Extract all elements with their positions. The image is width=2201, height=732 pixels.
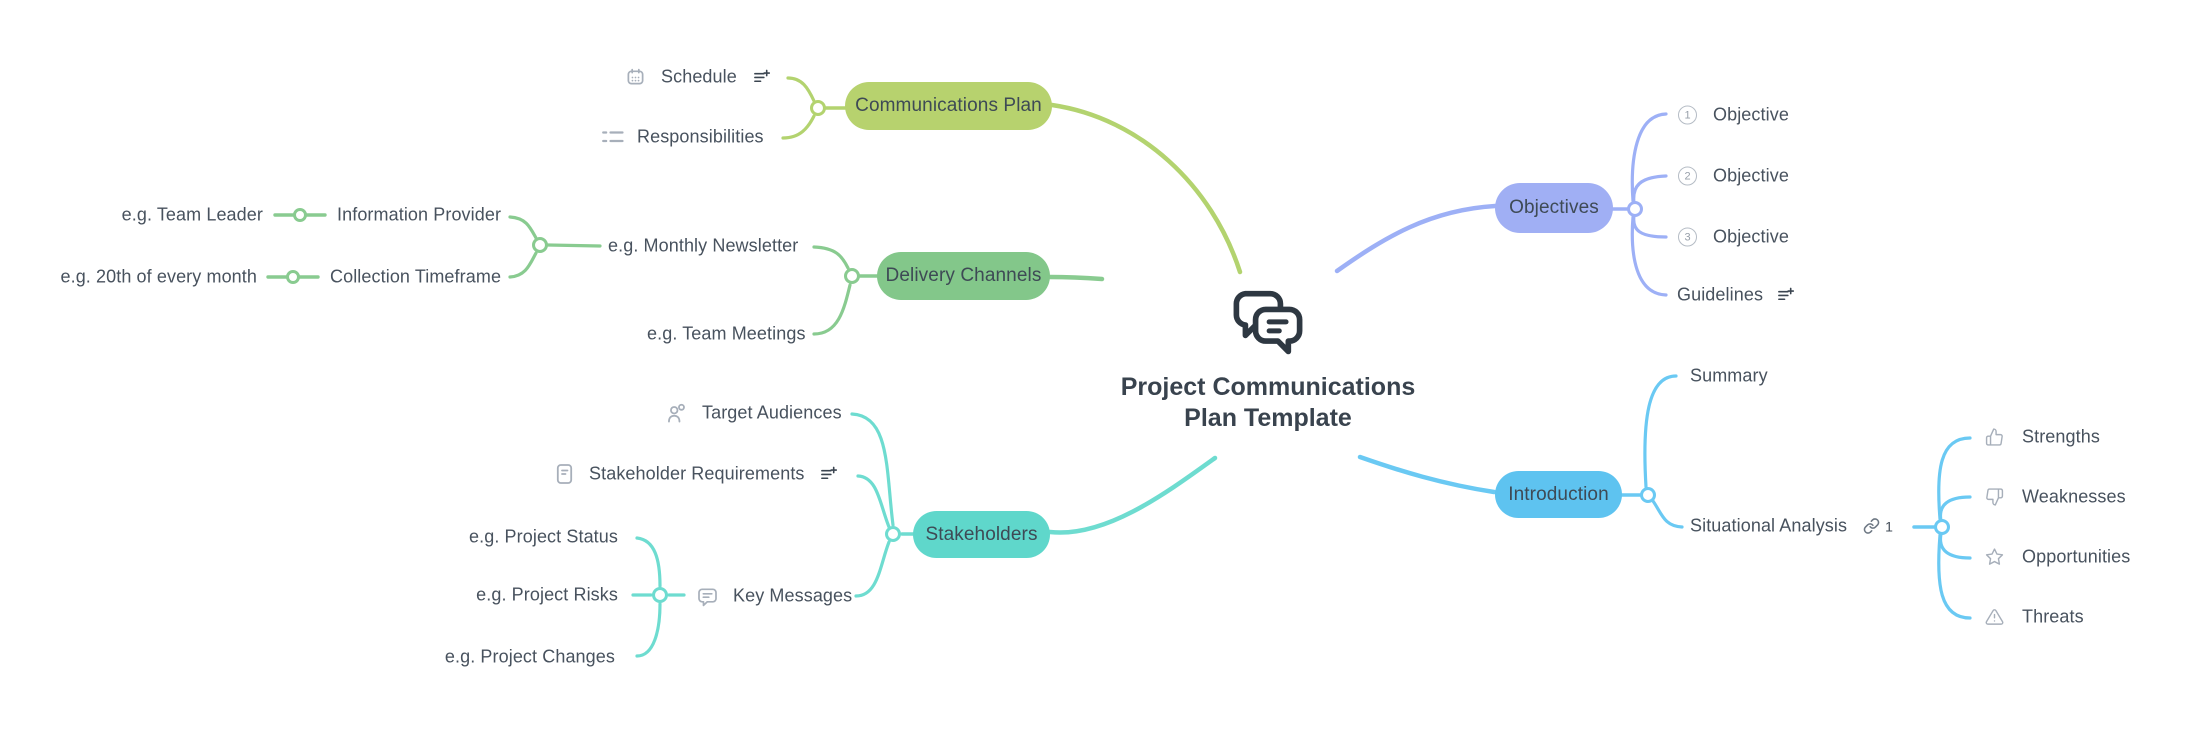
junction-toggle-stakeholders[interactable] [885, 526, 901, 542]
node-label: Situational Analysis [1690, 515, 1848, 536]
person-icon [668, 403, 685, 422]
node-objective-2[interactable]: 2 Objective [1678, 166, 1789, 187]
node-objectives[interactable]: Objectives [1495, 183, 1613, 233]
node-guidelines[interactable]: Guidelines [1677, 284, 1795, 306]
central-title-line1: Project Communications [1120, 373, 1416, 401]
node-label: Collection Timeframe [330, 266, 502, 287]
node-label: e.g. Team Meetings [647, 323, 806, 344]
node-key-messages[interactable]: Key Messages [697, 586, 852, 607]
link-icon[interactable] [1863, 518, 1880, 535]
node-20th-of-every-month[interactable]: e.g. 20th of every month [60, 267, 257, 288]
node-label: Objective [1713, 165, 1789, 186]
node-label: e.g. Project Status [469, 526, 618, 547]
link-count: 1 [1885, 518, 1893, 534]
node-responsibilities[interactable]: Responsibilities [602, 127, 764, 148]
central-title: Project Communications Plan Template [1043, 372, 1493, 434]
junction-toggle-information-provider[interactable] [293, 208, 307, 222]
junction-toggle-newsletter[interactable] [532, 237, 548, 253]
node-summary[interactable]: Summary [1690, 366, 1768, 387]
node-label: Summary [1690, 365, 1768, 386]
node-introduction[interactable]: Introduction [1495, 471, 1622, 518]
node-label: Target Audiences [702, 402, 842, 423]
node-information-provider[interactable]: Information Provider [337, 205, 501, 226]
note-icon[interactable] [753, 69, 770, 86]
junction-toggle-communications[interactable] [810, 100, 826, 116]
junction-toggle-objectives[interactable] [1627, 201, 1643, 217]
node-label: Objective [1713, 104, 1789, 125]
node-label: e.g. Team Leader [121, 204, 263, 225]
node-label: Key Messages [733, 585, 853, 606]
numbered-badge: 2 [1678, 166, 1697, 186]
node-label: Objective [1713, 226, 1789, 247]
node-delivery-channels[interactable]: Delivery Channels [877, 252, 1050, 300]
node-label: e.g. Project Changes [444, 646, 615, 667]
node-objective-3[interactable]: 3 Objective [1678, 227, 1789, 248]
node-label: Strengths [2022, 426, 2100, 447]
node-label: Weaknesses [2022, 486, 2126, 507]
node-team-meetings[interactable]: e.g. Team Meetings [647, 324, 806, 345]
node-target-audiences[interactable]: Target Audiences [666, 403, 842, 424]
node-threats[interactable]: Threats [1985, 607, 2084, 628]
node-label: Responsibilities [637, 126, 764, 147]
note-icon[interactable] [1777, 287, 1795, 304]
central-title-line2: Plan Template [1184, 404, 1352, 432]
junction-toggle-key-messages[interactable] [652, 587, 668, 603]
node-project-risks[interactable]: e.g. Project Risks [476, 585, 618, 606]
junction-toggle-situational-analysis[interactable] [1934, 519, 1950, 535]
chat-bubbles-icon [1233, 290, 1303, 355]
node-label: Opportunities [2022, 546, 2131, 567]
node-label: Stakeholders [925, 523, 1038, 545]
thumbs-down-icon [1986, 488, 2004, 506]
node-weaknesses[interactable]: Weaknesses [1985, 487, 2126, 508]
node-label: Introduction [1508, 483, 1609, 505]
warning-triangle-icon [1985, 609, 2004, 625]
node-label: Guidelines [1677, 284, 1764, 305]
note-icon[interactable] [820, 466, 837, 483]
node-monthly-newsletter[interactable]: e.g. Monthly Newsletter [608, 236, 798, 257]
node-stakeholder-requirements[interactable]: Stakeholder Requirements [555, 463, 837, 486]
node-stakeholders[interactable]: Stakeholders [913, 511, 1050, 558]
numbered-badge: 3 [1678, 227, 1697, 247]
document-icon [556, 464, 573, 484]
node-label: e.g. Monthly Newsletter [608, 235, 799, 256]
node-team-leader[interactable]: e.g. Team Leader [122, 205, 263, 226]
calendar-icon [627, 68, 644, 85]
node-strengths[interactable]: Strengths [1985, 427, 2100, 448]
node-label: Threats [2022, 606, 2084, 627]
node-label: e.g. Project Risks [476, 584, 618, 605]
node-schedule[interactable]: Schedule [626, 67, 770, 88]
thumbs-up-icon [1985, 428, 2003, 446]
node-project-changes[interactable]: e.g. Project Changes [445, 647, 615, 668]
node-collection-timeframe[interactable]: Collection Timeframe [330, 267, 501, 288]
node-situational-analysis[interactable]: Situational Analysis 1 [1690, 516, 1893, 537]
junction-toggle-introduction[interactable] [1640, 487, 1656, 503]
speech-bubble-icon [698, 587, 717, 606]
junction-toggle-delivery[interactable] [844, 268, 860, 284]
node-label: Delivery Channels [885, 265, 1042, 286]
node-label: Communications Plan [855, 95, 1042, 116]
star-icon [1985, 548, 2004, 565]
node-label: Objectives [1509, 197, 1599, 218]
numbered-badge: 1 [1678, 105, 1697, 125]
node-label: Information Provider [337, 204, 502, 225]
list-icon [602, 131, 624, 143]
node-label: Schedule [661, 66, 737, 87]
node-communications-plan[interactable]: Communications Plan [845, 82, 1052, 130]
node-label: Stakeholder Requirements [589, 463, 805, 484]
node-label: e.g. 20th of every month [60, 266, 257, 287]
junction-toggle-collection-timeframe[interactable] [286, 270, 300, 284]
node-opportunities[interactable]: Opportunities [1985, 547, 2130, 568]
node-objective-1[interactable]: 1 Objective [1678, 105, 1789, 126]
node-project-status[interactable]: e.g. Project Status [469, 527, 618, 548]
